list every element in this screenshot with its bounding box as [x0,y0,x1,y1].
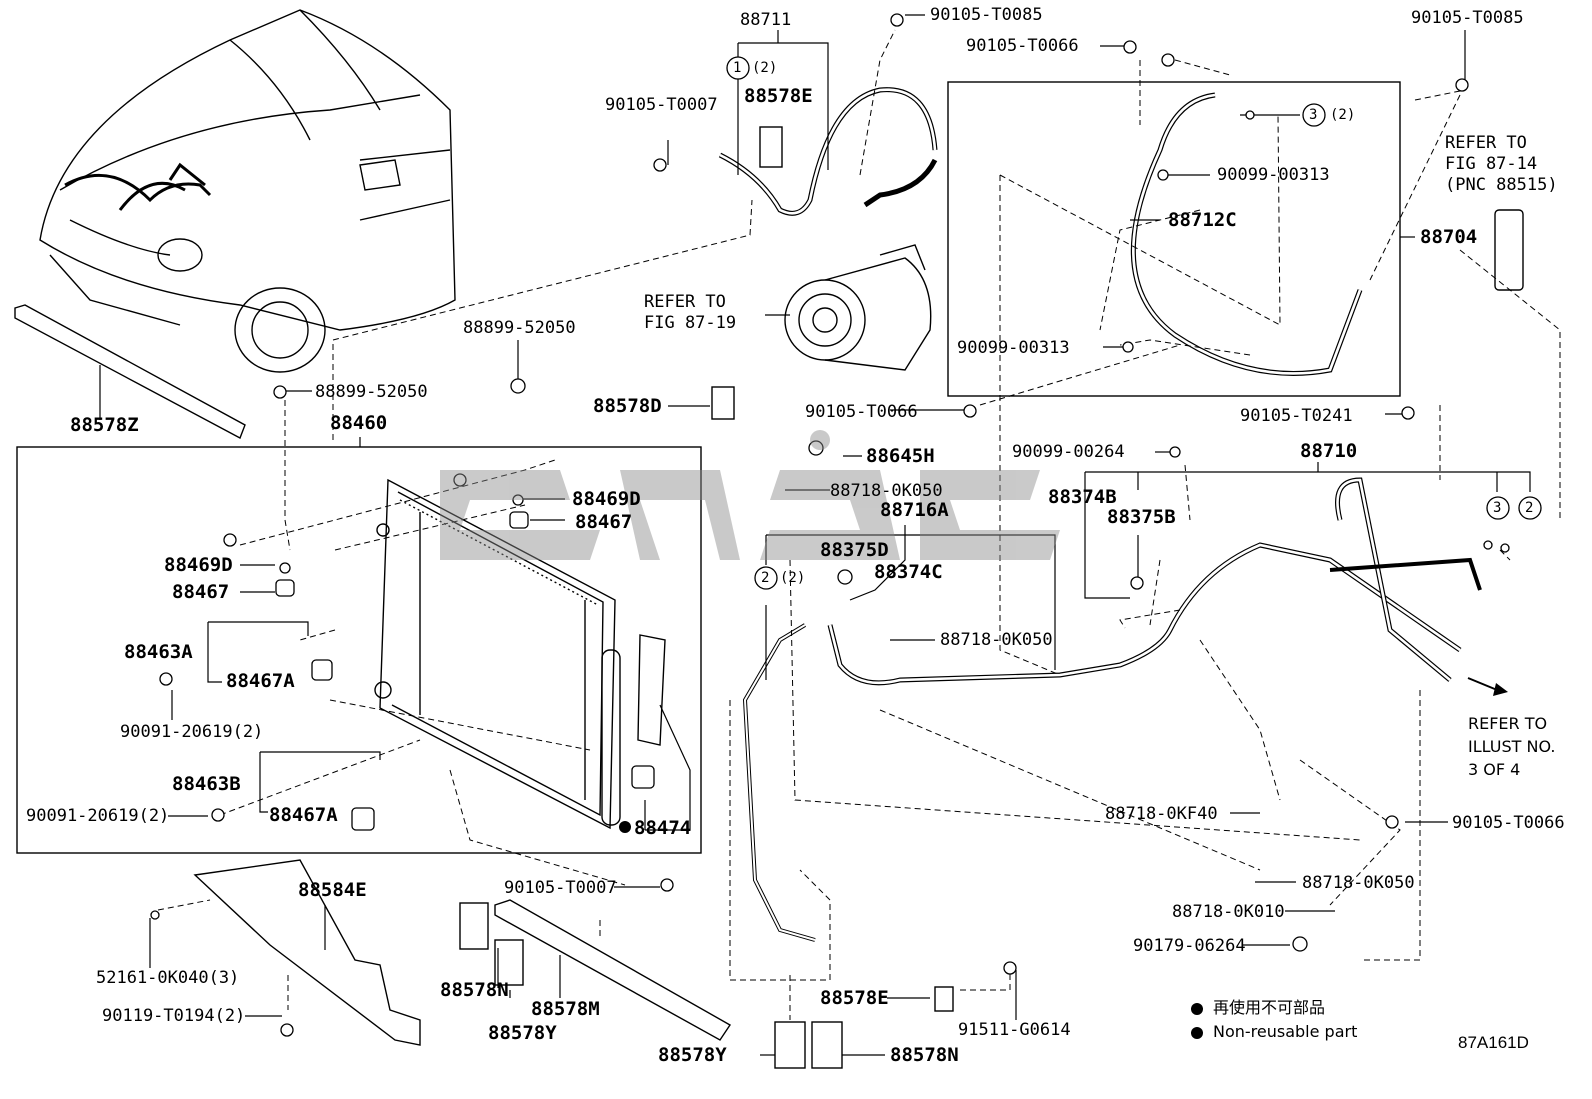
label-88375B[interactable]: 88375B [1107,506,1176,528]
label-88899-52050-a[interactable]: 88899-52050 [463,318,576,338]
label-90099-00313-a[interactable]: 90099-00313 [1217,165,1330,185]
label-52161-0K040[interactable]: 52161-0K040(3) [96,968,240,988]
nonreusable-dot [619,821,631,833]
callout-2-mid: 2 [761,570,770,586]
label-88704[interactable]: 88704 [1420,226,1478,248]
pad-88578Y [494,939,524,986]
refer-87-19-line1: REFER TO [644,292,726,312]
label-88578D[interactable]: 88578D [593,395,662,417]
label-88460[interactable]: 88460 [330,412,388,434]
label-90119-T0194[interactable]: 90119-T0194(2) [102,1006,246,1026]
callout-1-qty: (2) [752,60,778,76]
label-88718-0K050-c[interactable]: 88718-0K050 [1302,873,1415,893]
label-90105-T0007-top[interactable]: 90105-T0007 [605,95,718,115]
label-88710[interactable]: 88710 [1300,440,1358,462]
label-88578M[interactable]: 88578M [531,998,600,1020]
label-88374C[interactable]: 88374C [874,561,943,583]
label-88578N-a[interactable]: 88578N [440,979,509,1001]
strip-88578M [494,899,731,1041]
refer-87-14-line1: REFER TO [1445,133,1527,153]
dashed-lines [157,29,1561,1020]
label-88718-0K050-b[interactable]: 88718-0K050 [940,630,1053,650]
label-88716A[interactable]: 88716A [880,499,949,521]
shield-88584E [193,859,421,1046]
label-88467A-b[interactable]: 88467A [269,804,338,826]
label-91511-G0614[interactable]: 91511-G0614 [958,1020,1071,1040]
fasteners [150,13,1510,1037]
label-90105-T0241[interactable]: 90105-T0241 [1240,406,1353,426]
condenser-assembly-box [16,446,702,854]
pad-88578E-low [934,986,954,1012]
legend-dot-en [1191,1027,1203,1039]
label-90105-T0085-b[interactable]: 90105-T0085 [1411,8,1524,28]
label-88578E-low[interactable]: 88578E [820,987,889,1009]
callout-1: 1 [733,60,742,76]
label-90105-T0066-low[interactable]: 90105-T0066 [1452,813,1565,833]
refer-87-14-line2: FIG 87-14 [1445,154,1538,174]
label-88718-0KF40[interactable]: 88718-0KF40 [1105,804,1218,824]
legend-dot-jp [1191,1003,1203,1015]
label-88375D[interactable]: 88375D [820,539,889,561]
label-88463B[interactable]: 88463B [172,773,241,795]
legend-en: Non-reusable part [1213,1022,1358,1041]
label-88645H[interactable]: 88645H [866,445,935,467]
label-90091-20619-b[interactable]: 90091-20619(2) [26,806,170,826]
refer-87-19-line2: FIG 87-19 [644,313,737,333]
label-88474[interactable]: 88474 [634,817,692,839]
callout-2-mid-qty: (2) [780,570,806,586]
label-90105-T0066-top[interactable]: 90105-T0066 [966,36,1079,56]
label-90099-00313-b[interactable]: 90099-00313 [957,338,1070,358]
receiver-88515 [1494,209,1524,291]
label-88469D-b[interactable]: 88469D [164,554,233,576]
condenser [374,478,666,830]
callout-2-right: 2 [1525,500,1534,516]
pad-88578Y-b [774,1021,806,1069]
label-90105-T0007-low[interactable]: 90105-T0007 [504,878,617,898]
label-88467A-a[interactable]: 88467A [226,670,295,692]
refer-illust-line3: 3 OF 4 [1468,760,1521,779]
label-88463A[interactable]: 88463A [124,641,193,663]
label-90105-T0085-a[interactable]: 90105-T0085 [930,5,1043,25]
pad-88578N-b [811,1021,843,1069]
refer-illust-line1: REFER TO [1468,714,1548,733]
pad-88578N [459,902,489,950]
hose-assembly-box [947,81,1401,397]
label-88467-a[interactable]: 88467 [575,511,633,533]
label-90179-06264[interactable]: 90179-06264 [1133,936,1246,956]
label-90099-00264[interactable]: 90099-00264 [1012,442,1125,462]
label-90105-T0066-mid[interactable]: 90105-T0066 [805,402,918,422]
label-88712C[interactable]: 88712C [1168,209,1237,231]
label-88467-b[interactable]: 88467 [172,581,230,603]
label-88578Y-a[interactable]: 88578Y [488,1022,557,1044]
label-88469D-a[interactable]: 88469D [572,488,641,510]
refer-87-14-line3: (PNC 88515) [1445,175,1558,195]
callout-3-top-qty: (2) [1330,107,1356,123]
label-88578Y-b[interactable]: 88578Y [658,1044,727,1066]
label-88899-52050-b[interactable]: 88899-52050 [315,382,428,402]
label-90091-20619-a[interactable]: 90091-20619(2) [120,722,264,742]
callout-3-right: 3 [1493,500,1502,516]
label-88374B[interactable]: 88374B [1048,486,1117,508]
refer-illust-line2: ILLUST NO. [1468,737,1556,756]
label-88578E-top[interactable]: 88578E [744,85,813,107]
label-88718-0K010[interactable]: 88718-0K010 [1172,902,1285,922]
label-88711[interactable]: 88711 [740,10,792,30]
callout-circles [726,56,1542,590]
compressor [784,244,932,371]
callout-3-top: 3 [1309,107,1318,123]
strip-88578Z [14,304,246,439]
pad-88578D [711,386,735,420]
diagram-id: 87A161D [1458,1033,1529,1052]
arrow-head [1493,683,1508,696]
vehicle-illustration [39,9,456,373]
legend-jp: 再使用不可部品 [1213,998,1326,1017]
label-88718-0K050-a[interactable]: 88718-0K050 [830,481,943,501]
label-88578Z[interactable]: 88578Z [70,414,139,436]
pad-88578E [759,126,783,168]
watermark-logo [440,430,1060,560]
label-88578N-b[interactable]: 88578N [890,1044,959,1066]
label-88584E[interactable]: 88584E [298,879,367,901]
